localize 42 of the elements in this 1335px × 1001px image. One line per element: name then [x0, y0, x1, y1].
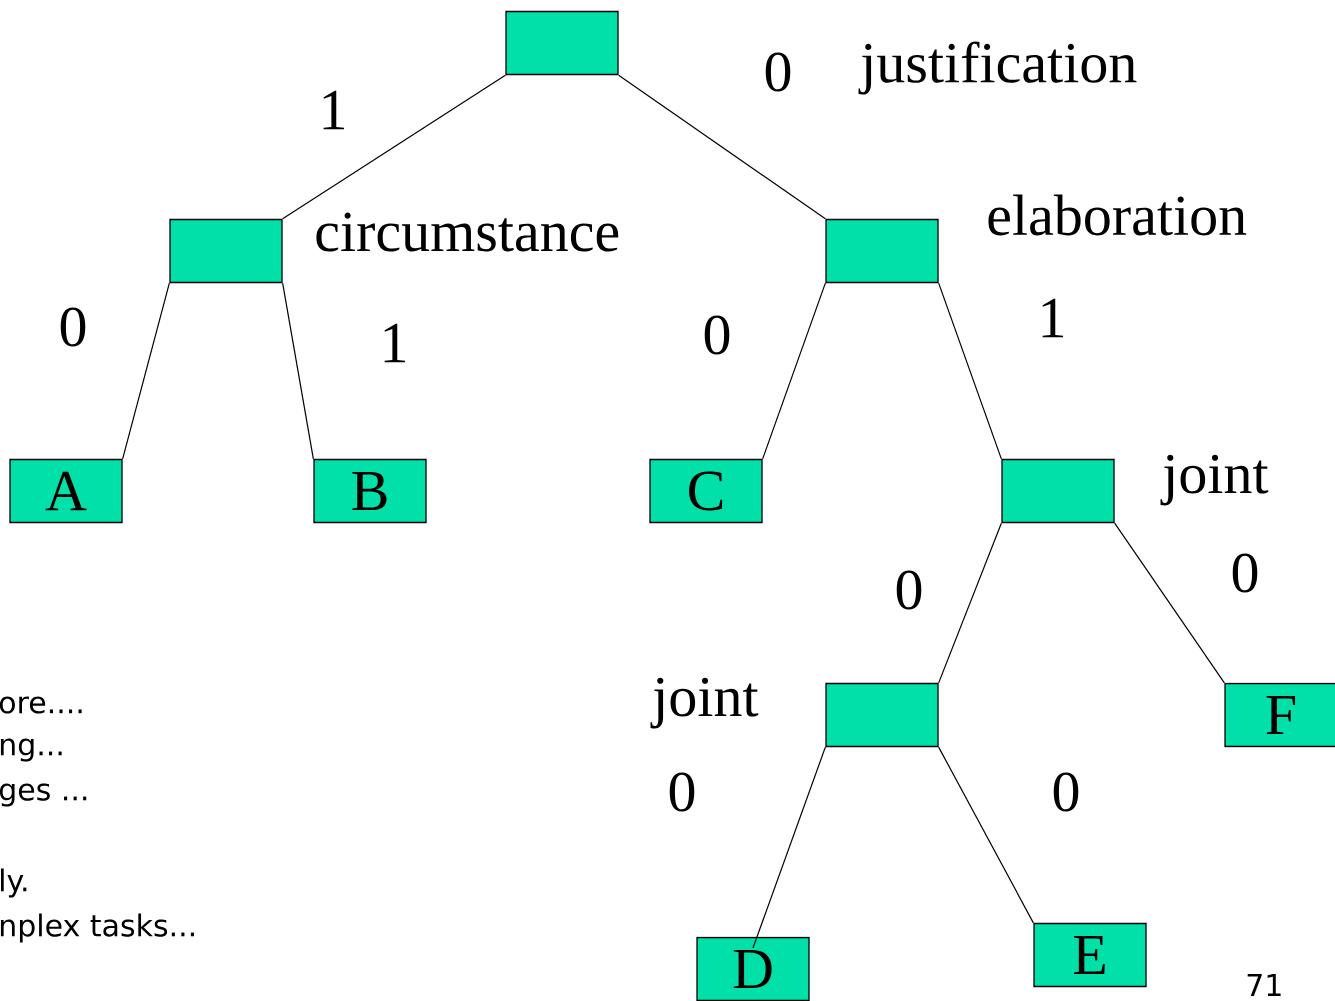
tree-edge	[122, 282, 170, 460]
tree-edge	[1114, 522, 1225, 684]
tree-box: B	[313, 458, 427, 524]
tree-box: A	[9, 458, 123, 524]
edge-label: 1	[1042, 298, 1064, 338]
tree-edge	[938, 746, 1034, 924]
edge-label: 0	[1053, 772, 1079, 812]
tree-box: C	[649, 458, 763, 524]
tree-box: F	[1224, 682, 1335, 748]
edge-label: 0	[1232, 553, 1258, 593]
relation-label: circumstance	[316, 212, 619, 252]
text-line: ng...	[0, 738, 62, 762]
edge-label: 0	[896, 570, 922, 610]
edge-label: 0	[704, 315, 730, 355]
tree-edge	[938, 522, 1002, 684]
tree-box: E	[1033, 922, 1147, 988]
tree-box: D	[696, 936, 810, 1001]
text-line: ore....	[0, 696, 82, 714]
edge-label: 1	[323, 90, 344, 130]
text-line: ly.	[1, 868, 27, 898]
tree-edge	[752, 746, 826, 949]
text-line: ges ...	[0, 783, 87, 807]
tree-edge	[282, 282, 314, 460]
relation-label: justification	[858, 41, 1137, 95]
text-line: 71	[1247, 974, 1281, 996]
tree-box	[505, 10, 619, 76]
edge-label: 0	[669, 772, 695, 812]
tree-box	[169, 218, 283, 284]
edge-label: 0	[765, 52, 791, 92]
tree-edge	[762, 282, 826, 460]
relation-label: elaboration	[988, 194, 1247, 236]
text-line: nplex tasks...	[0, 913, 194, 943]
tree-edge	[938, 282, 1002, 460]
edge-label: 0	[60, 307, 86, 347]
tree-edge	[282, 74, 506, 220]
edge-label: 1	[384, 323, 405, 363]
tree-box	[825, 682, 939, 748]
relation-label: joint	[650, 677, 759, 729]
tree-edge	[618, 74, 826, 220]
relation-label: joint	[1160, 454, 1269, 506]
tree-box	[1001, 458, 1115, 524]
tree-box	[825, 218, 939, 284]
